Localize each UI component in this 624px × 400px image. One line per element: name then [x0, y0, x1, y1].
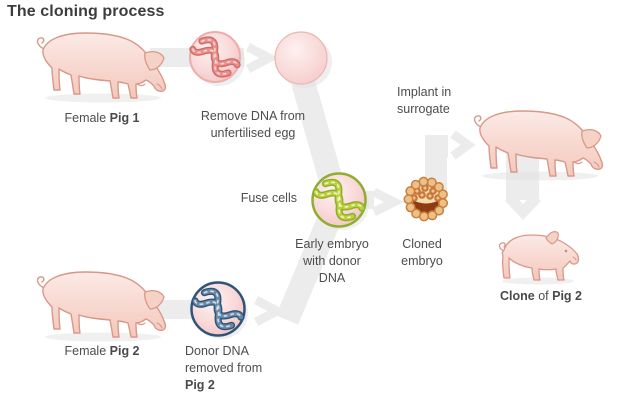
dna-cell-blue-icon	[192, 281, 248, 339]
label-female-pig1: Female Pig 1	[64, 111, 140, 125]
label-fuse-cells: Fuse cells	[240, 191, 297, 205]
arrow-embryo-to-surrogate	[425, 130, 476, 192]
cloned-embryo-icon	[403, 176, 449, 222]
dna-cell-pink-icon	[190, 31, 245, 86]
fused-cell-icon	[313, 172, 369, 230]
label-female-pig2: Female Pig 2	[64, 344, 140, 358]
pig1-illustration	[36, 32, 167, 104]
egg-cell-icon	[274, 31, 332, 88]
label-donor-dna: Donor DNA removed from Pig 2	[185, 344, 263, 392]
label-clone-of-pig2: Clone of Pig 2	[500, 289, 582, 303]
arrow-dna2-to-fuse	[275, 208, 344, 325]
label-remove-dna: Remove DNA from unfertilised egg	[200, 109, 306, 140]
label-implant-surrogate: Implant in surrogate	[397, 85, 452, 116]
page-title: The cloning process	[7, 3, 165, 20]
pig2-illustration	[36, 271, 167, 343]
piglet-clone-illustration	[498, 231, 580, 285]
label-cloned-embryo: Cloned embryo	[401, 237, 443, 268]
label-early-embryo: Early embryo with donor DNA	[295, 237, 369, 285]
